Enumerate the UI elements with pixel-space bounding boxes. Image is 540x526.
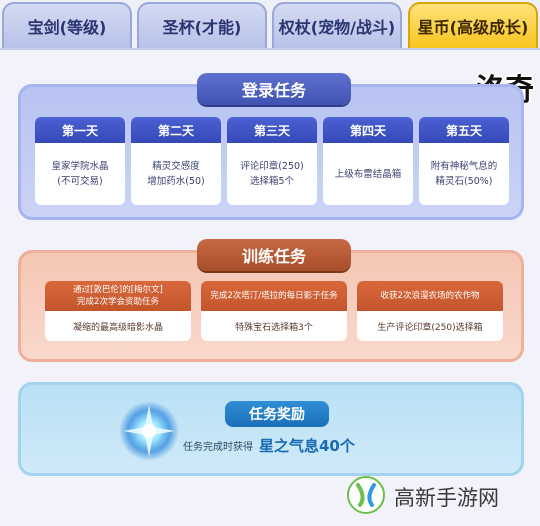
task-reward: 凝缩的最高级暗影水晶 [72,322,163,333]
tab-sword-level[interactable]: 宝剑(等级) [2,2,132,48]
login-tasks-section: 登录任务 第一天 皇家学院水晶 (不可交易) 第二天 精灵交感度 增加药水(50… [18,73,524,220]
day-label: 第四天 [323,117,413,143]
day-reward-line: 评论印章(250) [240,161,304,172]
day-reward-line: 选择箱5个 [249,176,295,187]
task-name: 通过[敦巴伦]的[梅尔文] 完成2次学会资助任务 [45,281,191,311]
login-day-card: 第五天 附有神秘气息的 精灵石(50%) [419,117,509,205]
task-name-line: 完成2次塔汀/塔拉的每日影子任务 [210,291,338,301]
day-reward-line: 精灵石(50%) [435,176,493,187]
day-reward-line: 皇家学院水晶 [51,161,109,172]
login-day-card: 第四天 上级布雷结晶箱 [323,117,413,205]
login-day-card: 第三天 评论印章(250) 选择箱5个 [227,117,317,205]
task-reward: 生产评论印章(250)选择箱 [377,322,483,333]
tab-coin-advanced-growth[interactable]: 星币(高级成长) [408,2,538,48]
training-task-card: 完成2次塔汀/塔拉的每日影子任务 特殊宝石选择箱3个 [201,281,347,341]
category-tabs: 宝剑(等级) 圣杯(才能) 权杖(宠物/战斗) 星币(高级成长) [0,0,540,50]
task-name: 完成2次塔汀/塔拉的每日影子任务 [201,281,347,311]
day-label: 第二天 [131,117,221,143]
task-reward-line: 任务完成时获得 星之气息40个 [183,433,403,457]
day-reward: 上级布雷结晶箱 [323,143,413,205]
login-day-list: 第一天 皇家学院水晶 (不可交易) 第二天 精灵交感度 增加药水(50) 第三天… [35,117,511,205]
day-label: 第五天 [419,117,509,143]
day-reward: 评论印章(250) 选择箱5个 [227,143,317,205]
site-watermark: 高新手游网 [346,472,536,522]
login-day-card: 第二天 精灵交感度 增加药水(50) [131,117,221,205]
training-tasks-section: 训练任务 通过[敦巴伦]的[梅尔文] 完成2次学会资助任务 凝缩的最高级暗影水晶… [18,239,524,362]
training-task-card: 通过[敦巴伦]的[梅尔文] 完成2次学会资助任务 凝缩的最高级暗影水晶 [45,281,191,341]
task-name-line: 完成2次学会资助任务 [77,297,159,307]
task-reward: 特殊宝石选择箱3个 [235,322,313,333]
training-tasks-title: 训练任务 [197,239,351,271]
tab-wand-pet-combat[interactable]: 权杖(宠物/战斗) [272,2,402,48]
day-label: 第三天 [227,117,317,143]
training-task-card: 收获2次浪漫农场的农作物 生产评论印章(250)选择箱 [357,281,503,341]
login-day-card: 第一天 皇家学院水晶 (不可交易) [35,117,125,205]
day-reward: 精灵交感度 增加药水(50) [131,143,221,205]
day-reward-line: 增加药水(50) [147,176,205,187]
task-name: 收获2次浪漫农场的农作物 [357,281,503,311]
day-label: 第一天 [35,117,125,143]
gxsy-logo-icon [346,475,386,519]
day-reward: 皇家学院水晶 (不可交易) [35,143,125,205]
day-reward-line: 精灵交感度 [152,161,200,172]
day-reward-line: (不可交易) [57,176,103,187]
day-reward-line: 上级布雷结晶箱 [334,168,402,180]
reward-value: 星之气息40个 [259,436,355,455]
login-tasks-title: 登录任务 [197,73,351,105]
training-task-list: 通过[敦巴伦]的[梅尔文] 完成2次学会资助任务 凝缩的最高级暗影水晶 完成2次… [45,281,503,341]
star-breath-orb-icon [117,399,181,463]
day-reward-line: 附有神秘气息的 [430,161,498,172]
task-reward-title: 任务奖励 [225,401,329,427]
task-reward-section: 任务奖励 任务完成时获得 星之气息40个 [18,382,524,476]
watermark-text: 高新手游网 [394,486,499,510]
task-name-line: 收获2次浪漫农场的农作物 [380,291,480,301]
reward-prefix: 任务完成时获得 [183,441,253,453]
day-reward: 附有神秘气息的 精灵石(50%) [419,143,509,205]
task-name-line: 通过[敦巴伦]的[梅尔文] [73,285,163,295]
tab-grail-talent[interactable]: 圣杯(才能) [137,2,267,48]
